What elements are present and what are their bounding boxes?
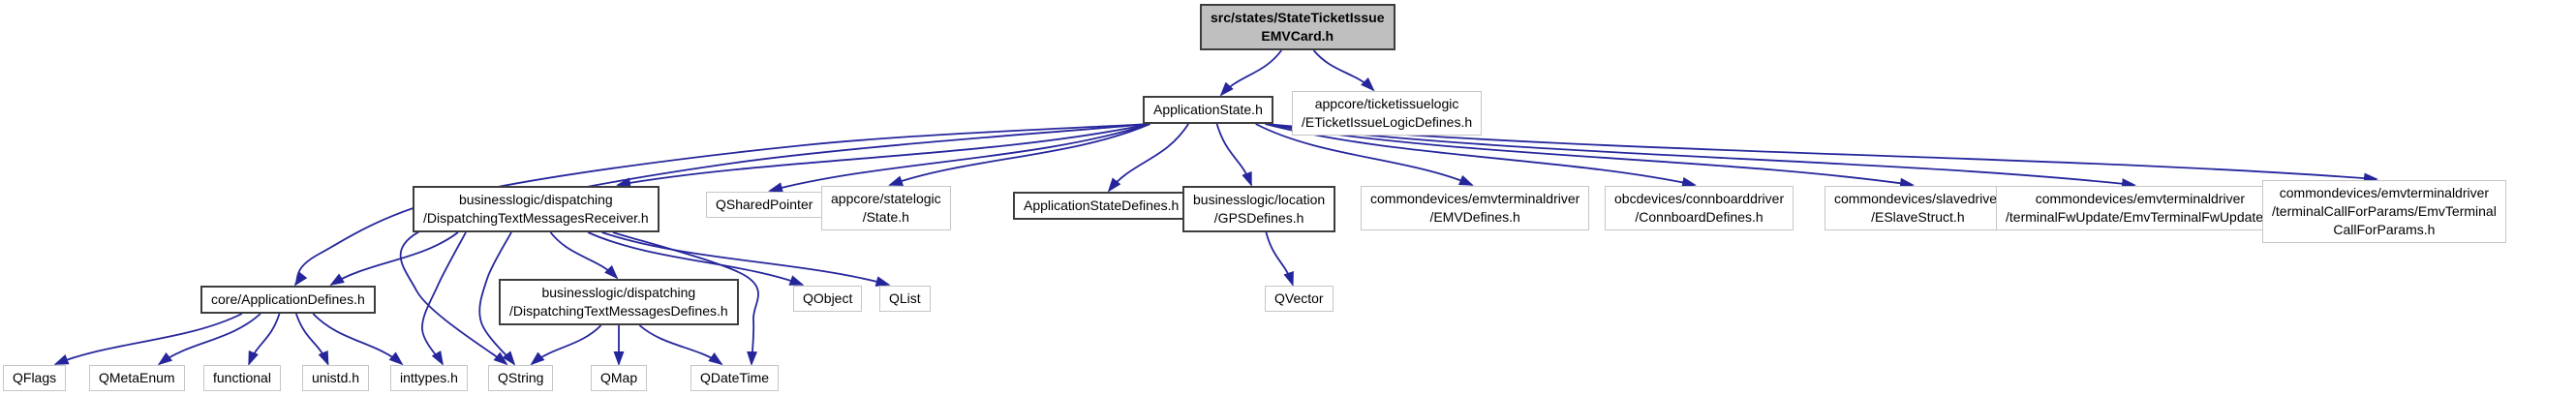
graph-node-qlist[interactable]: QList xyxy=(879,286,931,312)
include-edge-app_defines-to-inttypes xyxy=(312,313,404,366)
graph-node-qmetaenum[interactable]: QMetaEnum xyxy=(89,365,185,391)
include-edge-receiver-to-qlist xyxy=(601,231,891,287)
graph-node-qsharedpointer[interactable]: QSharedPointer xyxy=(706,192,823,218)
graph-node-functional[interactable]: functional xyxy=(203,365,281,391)
graph-node-qstring[interactable]: QString xyxy=(488,365,554,391)
include-edge-application_state-to-receiver xyxy=(616,123,1150,189)
graph-node-state_h[interactable]: appcore/statelogic /State.h xyxy=(821,186,951,230)
include-edge-application_state-to-eslave_struct xyxy=(1265,123,1915,189)
graph-node-unistd[interactable]: unistd.h xyxy=(302,365,370,391)
include-edge-application_state-to-app_defines xyxy=(293,123,1150,287)
graph-node-eticket_defines[interactable]: appcore/ticketissuelogic /ETicketIssueLo… xyxy=(1292,91,1483,136)
include-edge-application_state-to-gps_defines xyxy=(1215,123,1252,187)
include-edge-app_defines-to-functional xyxy=(248,313,281,366)
graph-node-connboard_defines[interactable]: obcdevices/connboarddriver /ConnboardDef… xyxy=(1605,186,1794,230)
include-edge-app_defines-to-qflags xyxy=(53,313,243,365)
graph-node-app_state_defines[interactable]: ApplicationStateDefines.h xyxy=(1013,192,1190,220)
include-edge-receiver-to-qdatetime xyxy=(612,231,759,366)
graph-node-emv_defines[interactable]: commondevices/emvterminaldriver /EMVDefi… xyxy=(1361,186,1590,230)
include-edge-application_state-to-connboard_defines xyxy=(1265,123,1697,188)
include-edge-receiver-to-qobject xyxy=(587,231,805,286)
graph-node-qvector[interactable]: QVector xyxy=(1265,286,1334,312)
include-edge-app_defines-to-qmetaenum xyxy=(157,313,261,366)
include-edge-receiver-to-dispatch_defines xyxy=(549,231,619,280)
include-edge-gps_defines-to-qvector xyxy=(1265,231,1294,287)
include-edge-receiver-to-inttypes xyxy=(421,231,467,366)
include-edge-application_state-to-fw_update xyxy=(1265,123,2136,190)
include-edge-application_state-to-qstring xyxy=(399,123,1150,366)
graph-node-qflags[interactable]: QFlags xyxy=(3,365,67,391)
include-edge-receiver-to-qstring xyxy=(478,231,516,366)
include-edge-state_ticket-to-eticket_defines xyxy=(1312,49,1375,92)
include-edge-state_ticket-to-application_state xyxy=(1219,49,1282,97)
graph-node-application_state[interactable]: ApplicationState.h xyxy=(1143,96,1273,124)
graph-node-fw_update[interactable]: commondevices/emvterminaldriver /termina… xyxy=(1996,186,2285,230)
include-edge-dispatch_defines-to-qdatetime xyxy=(638,324,723,366)
graph-node-app_defines[interactable]: core/ApplicationDefines.h xyxy=(200,286,376,314)
include-edge-dispatch_defines-to-qstring xyxy=(530,324,602,366)
include-edge-application_state-to-emv_defines xyxy=(1255,123,1474,186)
include-edge-application_state-to-qsharedpointer xyxy=(768,123,1150,194)
include-edge-app_defines-to-unistd xyxy=(294,313,329,366)
graph-node-dispatch_defines[interactable]: businesslogic/dispatching /DispatchingTe… xyxy=(499,279,739,325)
graph-node-qmap[interactable]: QMap xyxy=(591,365,648,391)
graph-node-state_ticket[interactable]: src/states/StateTicketIssue EMVCard.h xyxy=(1200,4,1395,50)
graph-node-eslave_struct[interactable]: commondevices/slavedriver /ESlaveStruct.… xyxy=(1825,186,2011,230)
graph-node-receiver[interactable]: businesslogic/dispatching /DispatchingTe… xyxy=(413,186,659,232)
include-edge-application_state-to-app_state_defines xyxy=(1107,123,1189,193)
graph-node-qdatetime[interactable]: QDateTime xyxy=(690,365,780,391)
graph-node-gps_defines[interactable]: businesslogic/location /GPSDefines.h xyxy=(1182,186,1336,232)
include-edge-receiver-to-app_defines xyxy=(329,231,459,287)
graph-node-qobject[interactable]: QObject xyxy=(793,286,863,312)
graph-node-call_for_params[interactable]: commondevices/emvterminaldriver /termina… xyxy=(2262,180,2506,243)
graph-node-inttypes[interactable]: inttypes.h xyxy=(390,365,468,391)
include-edge-application_state-to-state_h xyxy=(888,123,1150,186)
